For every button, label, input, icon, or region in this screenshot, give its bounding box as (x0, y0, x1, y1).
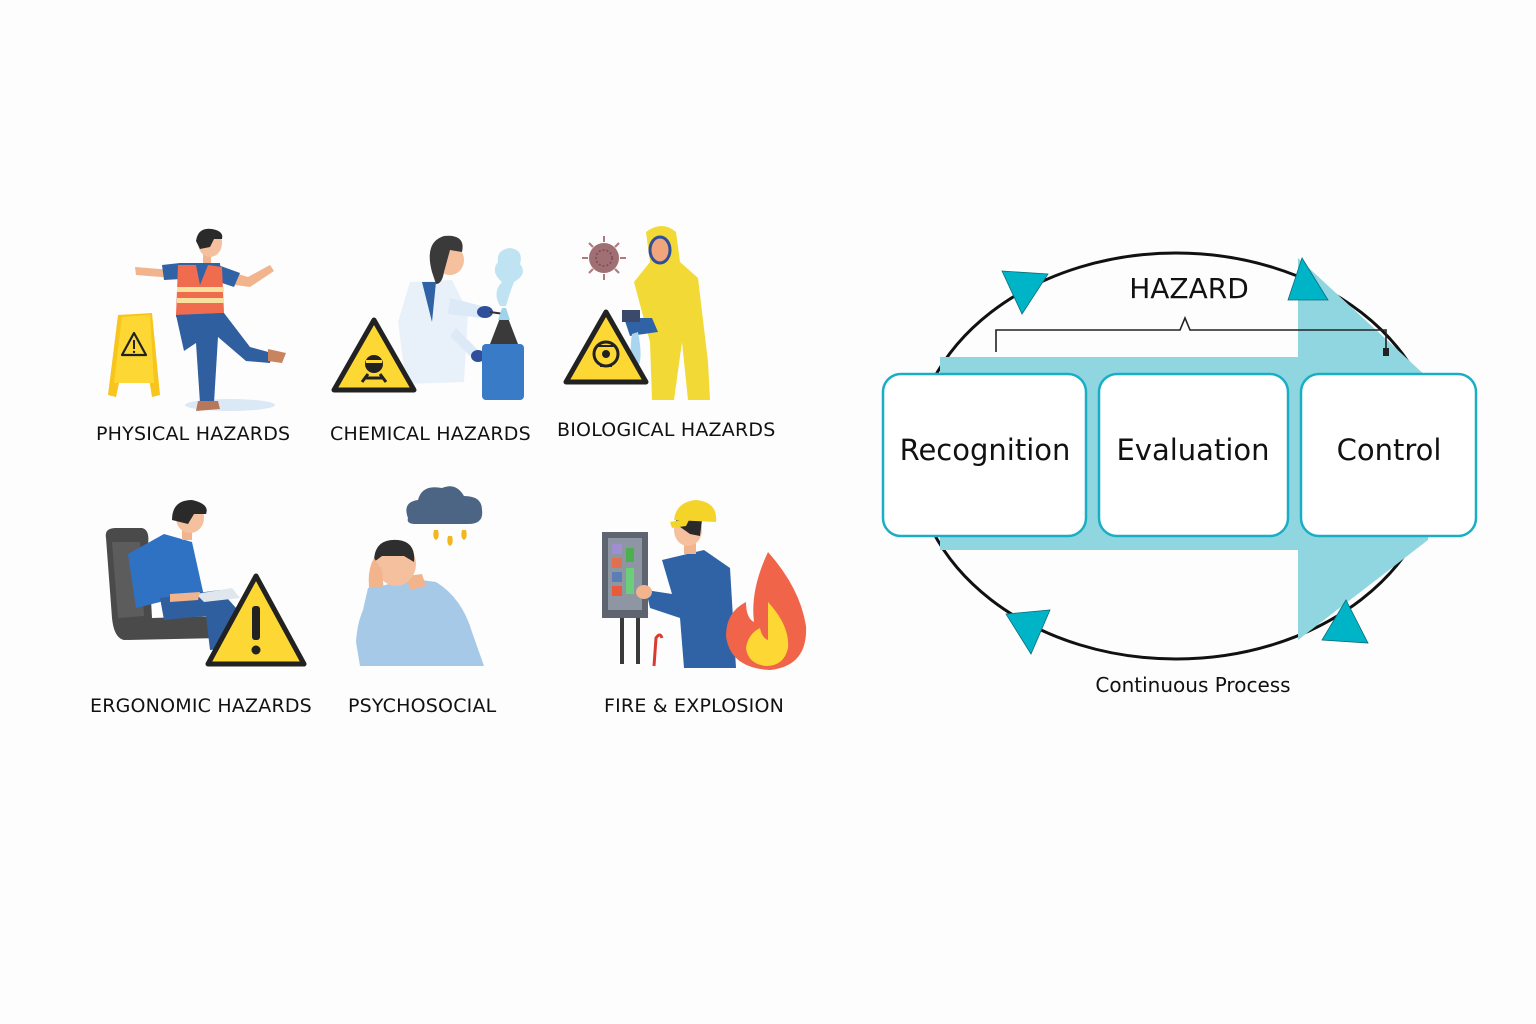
hazard-card-biological (562, 222, 762, 404)
hazard-card-ergonomic (100, 498, 310, 674)
hazard-label-biological: BIOLOGICAL HAZARDS (557, 419, 776, 441)
step-label-recognition: Recognition (900, 433, 1071, 467)
step-box-evaluation: Evaluation (1097, 372, 1290, 538)
hazard-label-physical: PHYSICAL HAZARDS (96, 423, 291, 445)
step-box-recognition: Recognition (881, 372, 1088, 538)
virus-icon (582, 236, 626, 280)
slipping-worker-icon (108, 228, 286, 411)
hazard-card-chemical (331, 232, 532, 404)
chemical-lab-icon (331, 235, 524, 400)
hazard-brace (995, 315, 1387, 352)
hazard-label-chemical: CHEMICAL HAZARDS (330, 423, 531, 445)
cycle-arrow-bottom-left-icon (1005, 609, 1051, 655)
electrician-fire-icon (602, 500, 807, 670)
raincloud-icon (406, 486, 483, 546)
biohazard-worker-icon (563, 226, 710, 400)
hazard-label-psychosocial: PSYCHOSOCIAL (348, 695, 497, 717)
step-label-control: Control (1337, 433, 1442, 467)
hazard-label-fire-explosion: FIRE & EXPLOSION (604, 695, 785, 717)
seated-worker-icon (105, 500, 307, 667)
hazard-card-psychosocial (352, 482, 492, 668)
diagram-caption: Continuous Process (1095, 673, 1290, 697)
diagram-title: HAZARD (1129, 272, 1249, 305)
cycle-arrow-bottom-right-icon (1321, 599, 1369, 644)
brace-end-marker (1383, 348, 1389, 356)
stressed-person-icon (356, 486, 484, 666)
electrical-panel-icon (602, 532, 664, 667)
hazard-card-physical (100, 225, 300, 415)
fire-icon (726, 552, 807, 670)
step-label-evaluation: Evaluation (1116, 433, 1269, 467)
step-box-control: Control (1299, 372, 1478, 538)
hazard-label-ergonomic: ERGONOMIC HAZARDS (90, 695, 312, 717)
cycle-arrow-top-left-icon (1001, 270, 1049, 315)
hazard-card-fire-explosion (600, 498, 812, 676)
cycle-arrow-top-right-icon (1287, 257, 1329, 301)
